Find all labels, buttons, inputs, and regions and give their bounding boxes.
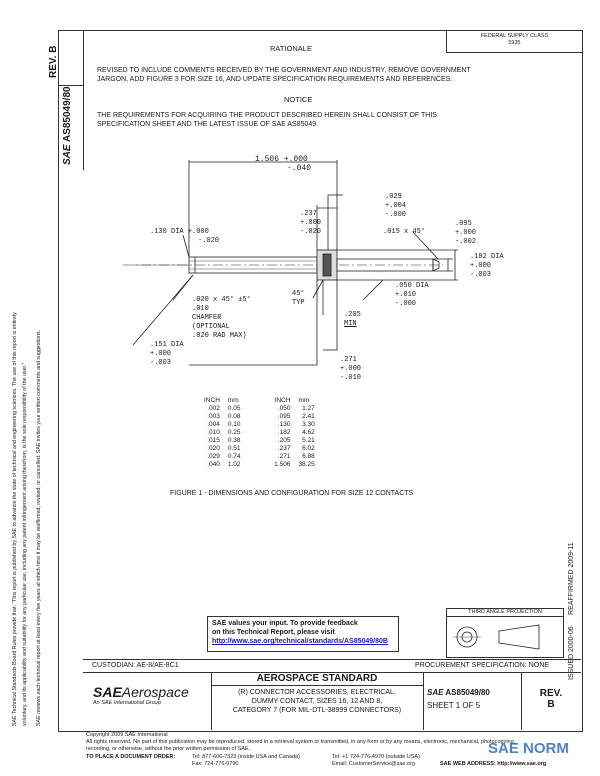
- dim-095-label: .095 +.000 -.002: [455, 220, 477, 246]
- doc-number-vertical: SAE AS85049/80: [62, 86, 73, 165]
- sae-mark-vertical: SAE: [62, 144, 73, 165]
- dim-left-dia-label: .130 DIA +.000 -.020: [150, 228, 220, 245]
- footer-web: SAE WEB ADDRESS: http://www.sae.org: [440, 761, 547, 767]
- rev-label-left: REV. B: [48, 45, 59, 78]
- angle-45-label: 45° TYP: [292, 290, 305, 307]
- custodian-row: [83, 659, 581, 673]
- feedback-link[interactable]: http://www.sae.org/technical/standards/A…: [212, 638, 388, 645]
- dim-237-label: .237 +.000 -.020: [300, 210, 322, 236]
- feedback-box: SAE values your input. To provide feedba…: [207, 616, 399, 652]
- federal-supply-box: FEDERAL SUPPLY CLASS 5935: [446, 30, 582, 53]
- custodian-label: CUSTODIAN: AE-8/AE-8C1: [92, 662, 179, 669]
- legal-text-line1: SAE Technical Standards Board Rules prov…: [12, 312, 18, 726]
- chamfer-note: .020 x 45° ±5° .010 CHAMFER (OPTIONAL .0…: [192, 296, 251, 340]
- left-rev-column: [58, 30, 84, 170]
- rationale-title: RATIONALE: [270, 44, 312, 53]
- procurement-label: PROCUREMENT SPECIFICATION: NONE: [415, 662, 549, 669]
- table-header-row: INCH mm INCH mm: [204, 397, 310, 404]
- left-rev-divider: [58, 85, 83, 86]
- dim-205-label: .205 MIN: [344, 311, 361, 328]
- footer-contact-2: Tel: +1 724-776-4970 (outside USA) Email…: [332, 754, 420, 767]
- reaffirmed-label: REAFFIRMED 2009-11: [568, 542, 575, 615]
- notice-title: NOTICE: [284, 95, 313, 104]
- sae-norm-watermark: SAE NORM: [488, 740, 569, 757]
- rationale-text: REVISED TO INCLUDE COMMENTS RECEIVED BY …: [97, 67, 471, 83]
- projection-symbol-icon: [453, 624, 540, 650]
- footer-order: TO PLACE A DOCUMENT ORDER:: [86, 754, 176, 760]
- dim-182-label: .182 DIA +.000 -.003: [470, 253, 504, 279]
- legal-text-line2: voluntary, and its applicability and sui…: [22, 362, 28, 726]
- footer-copyright: Copyright 2009 SAE International All rig…: [86, 732, 516, 752]
- rev-box-bottom: REV. B: [539, 688, 563, 710]
- dim-050-label: .050 DIA +.010 -.000: [395, 282, 429, 308]
- footer-contact-1: Tel: 877-606-7323 (inside USA and Canada…: [192, 754, 300, 767]
- title-description: AEROSPACE STANDARD (R) CONNECTOR ACCESSO…: [211, 672, 424, 730]
- dim-015-label: .015 x 45°: [383, 228, 426, 236]
- logo-area: SAEAerospace An SAE International Group: [83, 672, 212, 730]
- notice-text: THE REQUIREMENTS FOR ACQUIRING THE PRODU…: [97, 112, 437, 128]
- doc-number-box: SAE AS85049/80 SHEET 1 OF 5: [423, 672, 522, 730]
- contact-drawing: [123, 160, 458, 366]
- dim-overall-label: 1.506 +.000 -.040: [255, 155, 312, 173]
- sae-logo: SAE: [93, 684, 122, 700]
- dim-151-label: .151 DIA +.000 -.003: [150, 341, 184, 367]
- dim-029-label: .029 +.004 -.000: [385, 193, 407, 219]
- page-frame: [58, 30, 583, 732]
- projection-box: THIRD ANGLE PROJECTION: [446, 608, 564, 658]
- dim-271-label: .271 +.000 -.010: [340, 356, 362, 382]
- figure-caption: FIGURE 1 - DIMENSIONS AND CONFIGURATION …: [170, 490, 414, 497]
- legal-text-line3: SAE reviews each technical report at lea…: [36, 329, 42, 726]
